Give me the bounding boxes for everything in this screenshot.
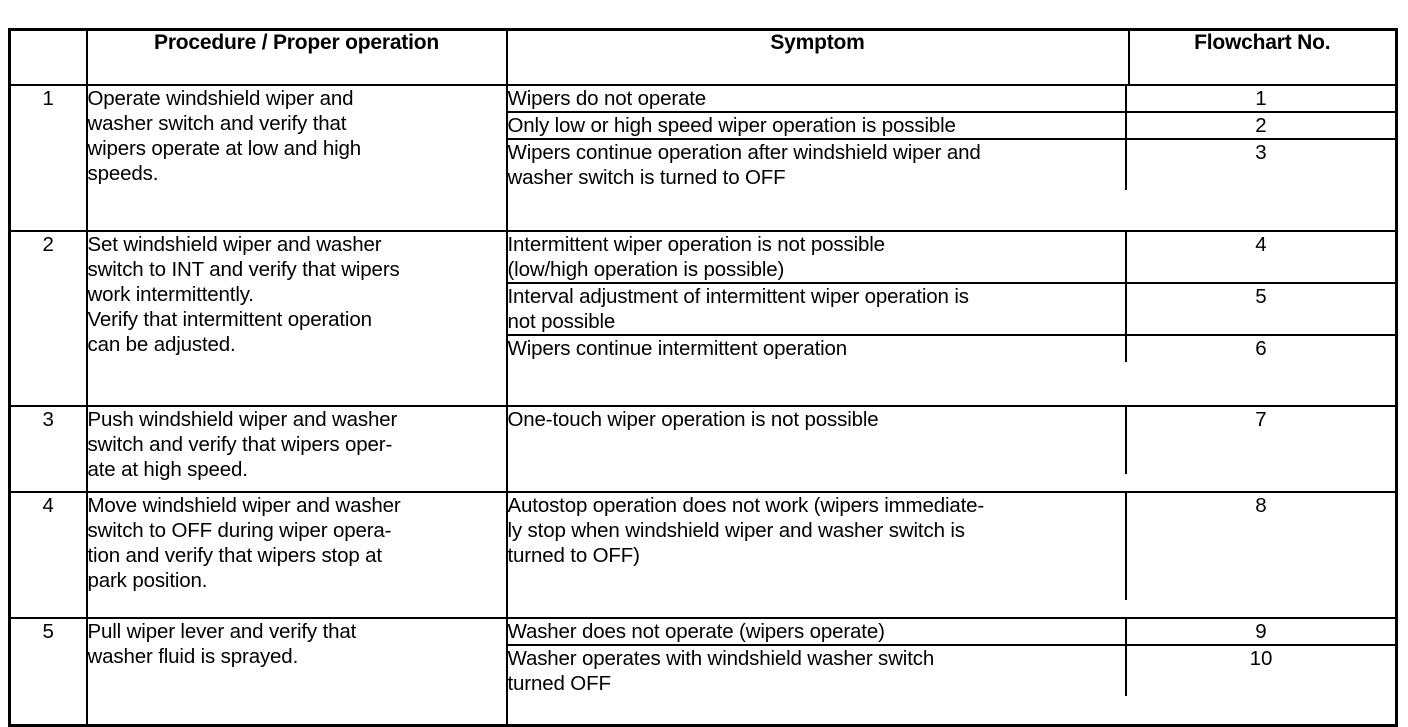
symptom-group-cell: Washer does not operate (wipers operate)… [505, 617, 1398, 727]
flowchart-number-cell: 8 [1125, 493, 1395, 600]
symptom-cell: Wipers do not operate [507, 86, 1126, 113]
flowchart-number-cell: 9 [1125, 619, 1395, 646]
procedure-cell: Pull wiper lever and verify that washer … [85, 617, 508, 727]
step-number-cell: 2 [8, 230, 88, 407]
column-header-step-number [8, 28, 88, 86]
table-header: Procedure / Proper operation Symptom Flo… [8, 28, 1398, 86]
flowchart-number-cell: 6 [1125, 335, 1395, 362]
procedure-cell: Operate windshield wiper and washer swit… [85, 84, 508, 232]
header-row: Procedure / Proper operation Symptom Flo… [8, 28, 1398, 86]
procedure-cell: Set windshield wiper and washer switch t… [85, 230, 508, 407]
symptom-cell: Autostop operation does not work (wipers… [507, 493, 1126, 600]
symptom-row: Interval adjustment of intermittent wipe… [507, 283, 1395, 336]
symptom-subtable: Intermittent wiper operation is not poss… [507, 232, 1395, 362]
symptom-cell: Wipers continue intermittent operation [507, 335, 1126, 362]
symptom-group-cell: Autostop operation does not work (wipers… [505, 491, 1398, 619]
flowchart-number-cell: 3 [1125, 139, 1395, 190]
symptom-group-cell: One-touch wiper operation is not possibl… [505, 405, 1398, 493]
flowchart-number-cell: 7 [1125, 407, 1395, 474]
symptom-row: Only low or high speed wiper operation i… [507, 112, 1395, 140]
symptom-subtable: One-touch wiper operation is not possibl… [507, 407, 1395, 474]
symptom-subtable: Washer does not operate (wipers operate)… [507, 619, 1395, 696]
column-header-flowchart-no: Flowchart No. [1127, 28, 1398, 86]
step-number-cell: 3 [8, 405, 88, 493]
symptom-row: One-touch wiper operation is not possibl… [507, 407, 1395, 474]
procedure-cell: Move windshield wiper and washer switch … [85, 491, 508, 619]
symptom-cell: Interval adjustment of intermittent wipe… [507, 283, 1126, 336]
symptom-cell: Intermittent wiper operation is not poss… [507, 232, 1126, 284]
column-header-symptom: Symptom [505, 28, 1130, 86]
step-number-cell: 4 [8, 491, 88, 619]
symptom-row: Autostop operation does not work (wipers… [507, 493, 1395, 600]
flowchart-number-cell: 5 [1125, 283, 1395, 336]
flowchart-number-cell: 4 [1125, 232, 1395, 284]
symptom-row: Wipers continue operation after windshie… [507, 139, 1395, 190]
symptom-subtable: Autostop operation does not work (wipers… [507, 493, 1395, 600]
column-header-procedure: Procedure / Proper operation [85, 28, 508, 86]
symptom-group-cell: Intermittent wiper operation is not poss… [505, 230, 1398, 407]
flowchart-number-cell: 10 [1125, 645, 1395, 696]
symptom-cell: Only low or high speed wiper operation i… [507, 112, 1126, 140]
symptom-cell: Washer operates with windshield washer s… [507, 645, 1126, 696]
symptom-row: Washer operates with windshield washer s… [507, 645, 1395, 696]
flowchart-number-cell: 2 [1125, 112, 1395, 140]
symptom-cell: Washer does not operate (wipers operate) [507, 619, 1126, 646]
flowchart-number-cell: 1 [1125, 86, 1395, 113]
diagnostic-table: Procedure / Proper operation Symptom Flo… [8, 28, 1398, 727]
symptom-cell: One-touch wiper operation is not possibl… [507, 407, 1126, 474]
step-number-cell: 1 [8, 84, 88, 232]
procedure-cell: Push windshield wiper and washer switch … [85, 405, 508, 493]
symptom-row: Intermittent wiper operation is not poss… [507, 232, 1395, 284]
symptom-row: Washer does not operate (wipers operate)… [507, 619, 1395, 646]
symptom-cell: Wipers continue operation after windshie… [507, 139, 1126, 190]
step-number-cell: 5 [8, 617, 88, 727]
